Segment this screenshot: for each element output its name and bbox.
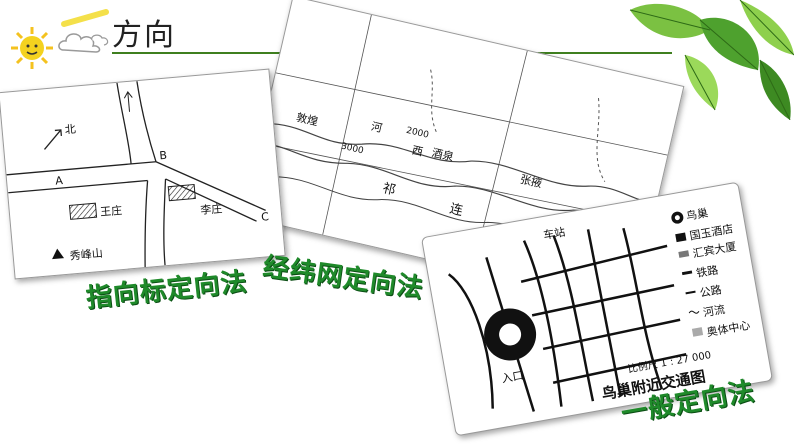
point-a-label: A: [54, 173, 64, 188]
method-label-graticule: 经纬网定向法: [260, 251, 426, 305]
leaves-decoration: [629, 0, 794, 120]
traffic-map: 鸟巢 国玉酒店 汇宾大厦 铁路 公路 河流 奥体中心 车站 入口 比例尺 1 :…: [420, 181, 774, 437]
highlight-stroke: [61, 9, 109, 27]
sun-icon: [11, 27, 53, 69]
direction-pointer-map: 北 A B C 王庄 李庄 秀峰山: [0, 68, 286, 280]
north-label: 北: [64, 122, 77, 137]
mountain-label: 秀峰山: [69, 246, 104, 263]
page-title: 方向: [112, 18, 176, 53]
traffic-map-drawing: [447, 211, 704, 412]
point-c-label: C: [260, 210, 270, 224]
village-label: 王庄: [99, 203, 123, 219]
point-b-label: B: [158, 148, 168, 163]
cloud-icon: [58, 33, 109, 53]
direction-pointer-map-drawing: [6, 80, 266, 268]
village-label: 李庄: [199, 202, 223, 218]
